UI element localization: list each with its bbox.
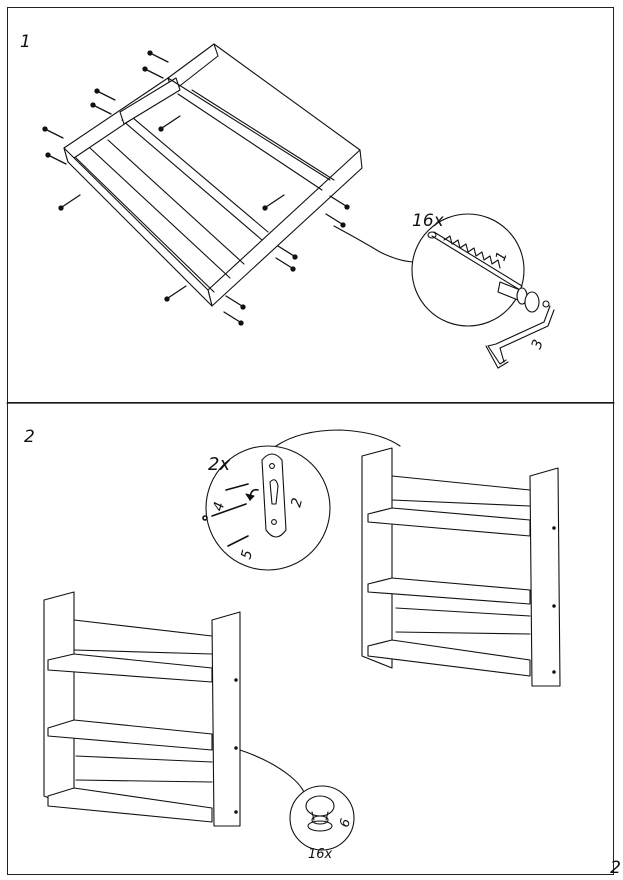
screw-icons-step2 xyxy=(202,483,249,547)
part-4-label: 4 xyxy=(210,500,228,513)
step-2-number: 2 xyxy=(24,427,35,447)
knob-quantity: 16x xyxy=(308,847,333,862)
cam-bolt-icon xyxy=(427,231,550,313)
callout-leader-3 xyxy=(239,749,305,793)
part-5-label: 5 xyxy=(238,548,256,561)
screw-icons xyxy=(42,50,350,326)
part-3-label: 3 xyxy=(529,338,547,352)
shelf-unit-left xyxy=(43,591,241,827)
shelf-unit-right xyxy=(361,447,561,687)
page-number: 2 xyxy=(610,858,621,878)
step-1-number: 1 xyxy=(20,32,31,52)
drawer-frame-drawing xyxy=(63,43,363,307)
step-2-panel: 2 xyxy=(7,403,614,875)
callout-leader-1 xyxy=(333,225,417,263)
knob-icon xyxy=(305,795,335,832)
step-1-quantity: 16x xyxy=(412,211,445,231)
hex-key-icon xyxy=(485,305,555,369)
step-2-quantity: 2x xyxy=(208,454,230,475)
part-6-label: 6 xyxy=(337,817,354,829)
hanging-bracket-icon xyxy=(245,453,287,538)
callout-leader-2 xyxy=(275,429,401,447)
cam-bolt-callout xyxy=(411,213,525,327)
part-2-label: 2 xyxy=(288,496,306,509)
